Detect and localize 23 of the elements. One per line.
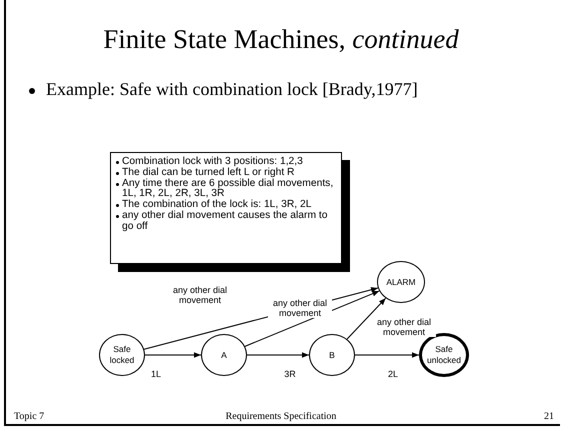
arrow — [346, 298, 386, 340]
edge-label: 3R — [283, 369, 297, 379]
footer-text: Topic 7 — [14, 411, 44, 422]
footer-text: Requirements Specification — [226, 411, 336, 422]
arrow — [246, 352, 310, 358]
state-circle: Safe locked — [99, 334, 145, 376]
bullet-text: Example: Safe with combination lock [Brady,1977] — [46, 79, 418, 100]
bullet-item: Any time there are 6 possible dial movements, 1L, 1R, 2L, 2R, 3L, 3R — [116, 178, 336, 200]
state-circle: ALARM — [377, 261, 425, 303]
bullet-item: Combination lock with 3 positions: 1,2,3 — [116, 157, 336, 168]
bullet-item: The combination of the lock is: 1L, 3R, 2L — [116, 200, 336, 211]
bullet-item: any other dial movement causes the alarm to go off — [116, 210, 336, 233]
state-circle: A — [201, 334, 247, 376]
arrow — [144, 352, 202, 358]
arrow — [244, 290, 380, 347]
page-number: 21 — [544, 411, 554, 422]
edge-label: any other dial movement — [268, 298, 332, 318]
slide-title: Finite State Machines, continued — [102, 24, 460, 55]
edge-label: 2L — [387, 369, 399, 379]
bullet-item: The dial can be turned left L or right R — [116, 168, 336, 179]
edge-label: 1L — [150, 369, 162, 379]
state-circle: B — [309, 334, 355, 376]
arrow — [354, 352, 420, 358]
